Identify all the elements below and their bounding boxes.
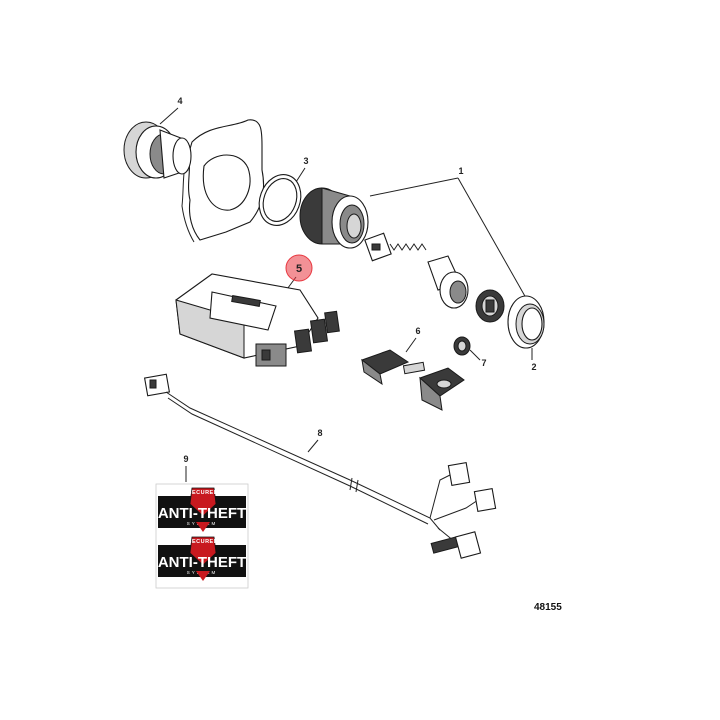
gasket-item-3: [258, 174, 302, 226]
shield-icon: [189, 536, 217, 566]
nut-ring-item-2: [507, 295, 545, 349]
callout-6: 6: [415, 326, 420, 336]
decal-title: ANTI-THEFT: [158, 554, 246, 571]
decal-title: ANTI-THEFT: [158, 505, 246, 522]
panel-wall: [181, 119, 265, 243]
control-module-item-5: [175, 273, 340, 367]
callout-1: 1: [458, 166, 463, 176]
ignition-housing-item-1: [299, 187, 505, 323]
callout-8: 8: [317, 428, 322, 438]
callout-4: 4: [177, 96, 182, 106]
knob-item-4: [123, 121, 192, 179]
callout-3: 3: [303, 156, 308, 166]
decal-arc-text: SECURED: [188, 490, 218, 496]
cap-item-7: [453, 336, 471, 356]
decal-top: SECURED ANTI-THEFT SYSTEM: [158, 487, 246, 532]
shield-icon: [189, 487, 217, 517]
callout-labels: 1 2 3 4 5 6 7 8 9: [177, 96, 536, 464]
decal-bottom: SECURED ANTI-THEFT SYSTEM: [158, 536, 246, 581]
decals-item-9: SECURED ANTI-THEFT SYSTEM SECURED ANTI-T…: [155, 483, 249, 589]
shield-point-icon: [196, 522, 210, 532]
decal-arc-text: SECURED: [188, 539, 218, 545]
figure-number: 48155: [534, 602, 562, 613]
callout-5: 5: [296, 263, 302, 275]
callout-2: 2: [531, 362, 536, 372]
callout-9: 9: [183, 454, 188, 464]
callout-7: 7: [481, 358, 486, 368]
highlight-circle: [285, 254, 313, 282]
key-fob-item-6: [360, 349, 465, 411]
shield-point-icon: [196, 571, 210, 581]
wire-harness-item-8: [143, 373, 497, 559]
